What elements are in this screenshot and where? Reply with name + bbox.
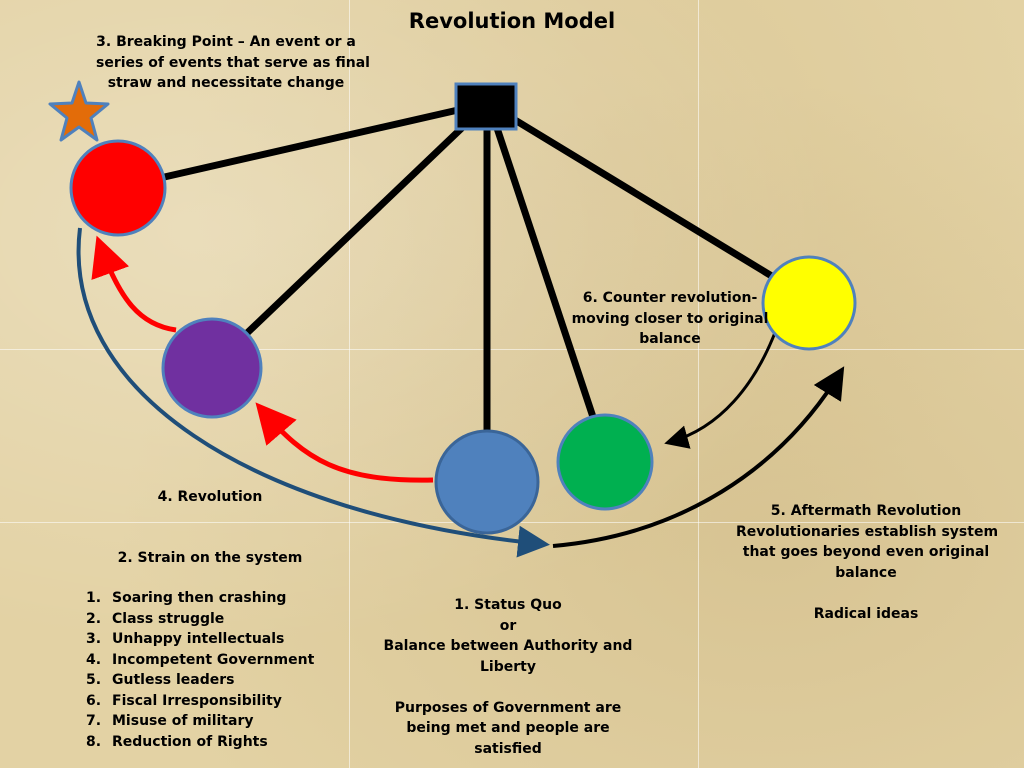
aftermath-line: balance bbox=[835, 564, 897, 581]
grid-line bbox=[698, 0, 699, 768]
counter-revolution-label: 6. Counter revolution- moving closer to … bbox=[570, 288, 770, 350]
aftermath-line: that goes beyond even original bbox=[742, 544, 990, 560]
aftermath-spacer bbox=[736, 583, 996, 604]
strain-node bbox=[161, 317, 263, 419]
counter-revolution-line: balance bbox=[639, 331, 701, 347]
counter-revolution-node bbox=[556, 413, 654, 511]
strain-list-item: 5.Gutless leaders bbox=[86, 672, 235, 688]
breaking-point-node bbox=[69, 139, 167, 237]
status-quo-line: 1. Status Quo bbox=[454, 597, 562, 613]
strain-arrow bbox=[255, 402, 434, 483]
status-quo-label: 1. Status Quo or Balance between Authori… bbox=[378, 595, 638, 759]
connector-hub-counter-revolution bbox=[493, 126, 598, 422]
breaking-point-line: 3. Breaking Point – An event or a bbox=[96, 34, 356, 50]
breaking-point-line: straw and necessitate change bbox=[107, 75, 345, 91]
aftermath-node bbox=[761, 255, 857, 351]
strain-list-item: 4.Incompetent Government bbox=[86, 651, 315, 668]
breaking-point-line: series of events that serve as final bbox=[96, 54, 370, 71]
strain-title: 2. Strain on the system bbox=[117, 550, 303, 566]
status-quo-spacer bbox=[378, 677, 638, 698]
page-title: Revolution Model bbox=[408, 9, 616, 33]
status-quo-line: Purposes of Government are bbox=[394, 699, 622, 716]
status-quo-line: satisfied bbox=[474, 740, 542, 757]
connector-hub-breaking-point bbox=[159, 106, 459, 182]
grid-line bbox=[0, 349, 1024, 350]
connector-hub-strain bbox=[242, 122, 468, 338]
revolution-label: 4. Revolution bbox=[157, 489, 263, 505]
aftermath-arrow bbox=[552, 366, 845, 548]
strain-list-item: 8.Reduction of Rights bbox=[86, 733, 268, 750]
aftermath-label: 5. Aftermath Revolution Revolutionaries … bbox=[736, 501, 999, 624]
strain-list-item: 7.Misuse of military bbox=[86, 713, 254, 729]
strain-list-item: 1.Soaring then crashing bbox=[86, 590, 287, 606]
status-quo-line: or bbox=[499, 617, 517, 634]
status-quo-line: Liberty bbox=[480, 658, 536, 675]
aftermath-line: 5. Aftermath Revolution bbox=[770, 503, 962, 519]
counter-revolution-arrow bbox=[664, 329, 778, 449]
strain-list-item: 3.Unhappy intellectuals bbox=[86, 631, 285, 647]
strain-list: 1.Soaring then crashing 2.Class struggle… bbox=[86, 588, 314, 752]
grid-line bbox=[349, 0, 350, 768]
status-quo-line: being met and people are bbox=[406, 720, 610, 736]
aftermath-line: Revolutionaries establish system bbox=[736, 523, 999, 540]
connector-hub-aftermath bbox=[513, 117, 777, 281]
strain-list-item: 6.Fiscal Irresponsibility bbox=[86, 692, 282, 709]
status-quo-node bbox=[434, 429, 540, 535]
breaking-point-label: 3. Breaking Point – An event or a series… bbox=[96, 32, 370, 94]
counter-revolution-line: moving closer to original bbox=[571, 310, 769, 327]
status-quo-line: Balance between Authority and bbox=[383, 638, 633, 654]
strain-list-item: 2.Class struggle bbox=[86, 610, 225, 627]
star-icon bbox=[48, 80, 110, 142]
revolution-arrow bbox=[76, 227, 550, 558]
breaking-point-arrow bbox=[91, 235, 177, 333]
aftermath-line: Radical ideas bbox=[813, 605, 919, 622]
counter-revolution-line: 6. Counter revolution- bbox=[582, 290, 758, 306]
hub-node bbox=[454, 82, 518, 131]
